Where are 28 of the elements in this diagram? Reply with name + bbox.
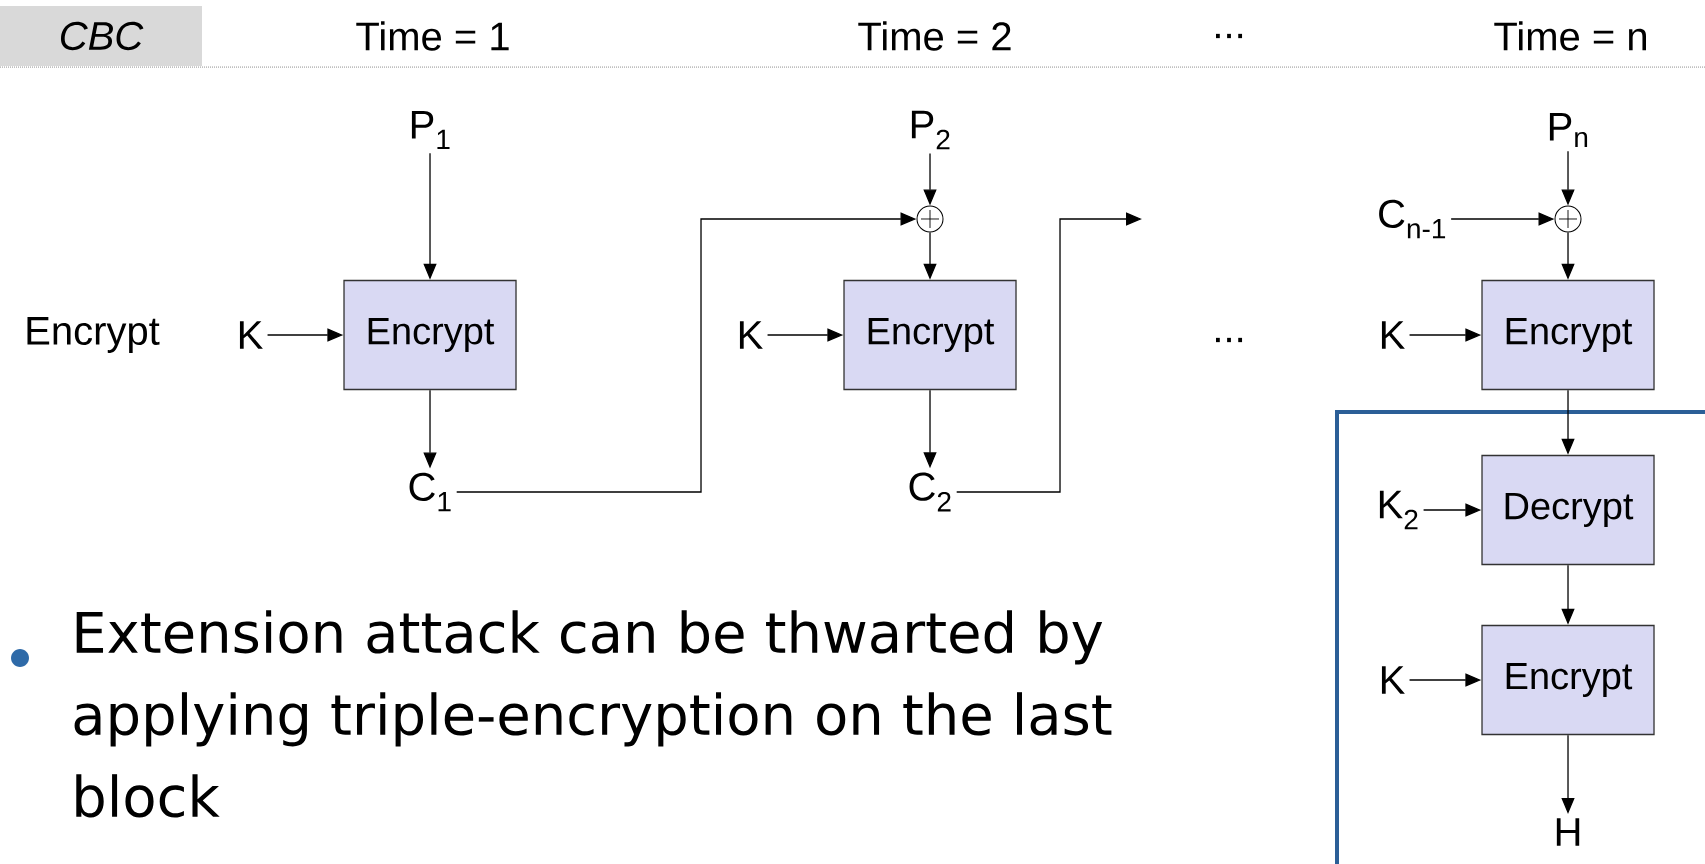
- signal-label: K: [1381, 321, 1405, 349]
- signal-label: P$_{n}$: [1549, 113, 1588, 147]
- row-label: ...: [1216, 337, 1243, 343]
- mode-label: CBC: [0, 6, 202, 66]
- signal-label: H: [1556, 818, 1580, 846]
- cipher-box: Encrypt: [1481, 279, 1655, 391]
- column-heading: ...: [1216, 33, 1243, 39]
- signal-label: C$_{n-1}$: [1379, 199, 1446, 239]
- signal-label: K$_{2}$: [1379, 490, 1418, 530]
- signal-label: K: [1381, 666, 1405, 694]
- signal-label: P$_{1}$: [411, 110, 450, 150]
- signal-label: C$_{1}$: [409, 472, 451, 512]
- signal-label: K: [739, 321, 763, 349]
- row-label: Encrypt: [27, 317, 160, 353]
- cipher-box: Encrypt: [1481, 624, 1655, 736]
- cipher-box: Decrypt: [1481, 454, 1655, 566]
- column-heading: Time = 2: [858, 21, 1011, 51]
- bullet-text: Extension attack can be thwarted by applying triple-encryption on the last block: [74, 610, 1112, 818]
- highlight-frame: [1335, 410, 1705, 864]
- column-heading: Time = n: [1494, 21, 1646, 51]
- xor-symbol: [916, 205, 944, 233]
- xor-symbol: [1554, 205, 1582, 233]
- column-heading: Time = 1: [356, 21, 509, 51]
- signal-label: C$_{2}$: [909, 472, 951, 512]
- cipher-box: Encrypt: [843, 279, 1017, 391]
- signal-label: P$_{2}$: [911, 110, 950, 150]
- cipher-box: Encrypt: [343, 279, 517, 391]
- signal-label: K: [239, 321, 263, 349]
